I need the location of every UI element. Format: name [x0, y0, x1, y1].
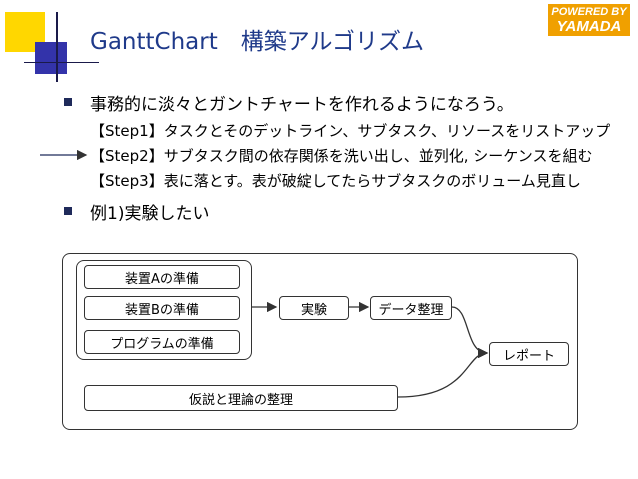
node-report: レポート — [489, 342, 569, 366]
bullet-text-1: 事務的に淡々とガントチャートを作れるようになろう。 — [90, 95, 514, 115]
arrow-theory-to-report — [397, 347, 489, 398]
node-experiment: 実験 — [279, 296, 349, 320]
decor-blue-square — [35, 42, 67, 74]
node-data: データ整理 — [370, 296, 452, 320]
decor-vertical-line — [56, 12, 58, 82]
preparation-group — [76, 260, 252, 360]
badge-top-text: POWERED BY — [551, 6, 627, 18]
badge-bottom-text: YAMADA — [556, 18, 622, 35]
bullet-square-icon — [64, 207, 72, 215]
powered-by-badge: POWERED BY YAMADA — [548, 4, 630, 36]
bullet-text-2: 例1)実験したい — [90, 204, 210, 224]
node-program: プログラムの準備 — [84, 330, 240, 354]
bullet-square-icon — [64, 98, 72, 106]
node-theory: 仮説と理論の整理 — [84, 385, 398, 411]
step-3-text: 【Step3】表に落とす。表が破綻してたらサブタスクのボリューム見直し — [90, 172, 581, 190]
decor-horizontal-line — [24, 62, 99, 63]
node-prep-a: 装置Aの準備 — [84, 265, 240, 289]
slide-title: GanttChart 構築アルゴリズム — [90, 29, 425, 55]
node-prep-b: 装置Bの準備 — [84, 296, 240, 320]
diagram-outer-frame — [62, 253, 578, 430]
step-2-text: 【Step2】サブタスク間の依存関係を洗い出し、並列化, シーケンスを組む — [90, 147, 593, 165]
step-1-text: 【Step1】タスクとそのデットライン、サブタスク、リソースをリストアップ — [90, 122, 611, 140]
